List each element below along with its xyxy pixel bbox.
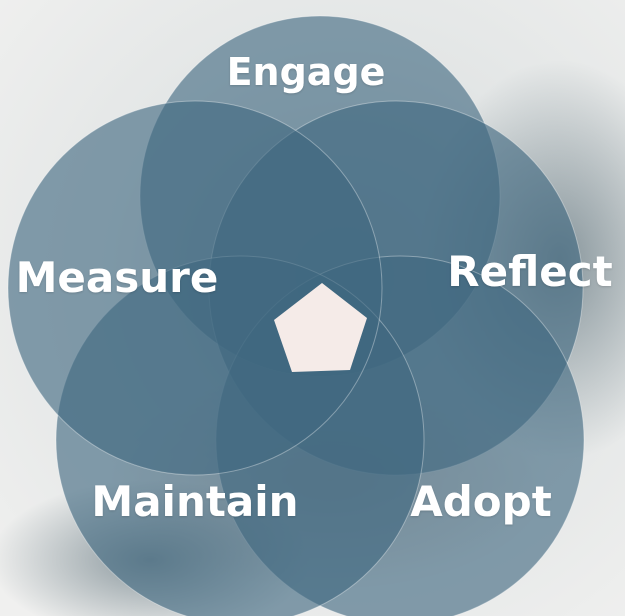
label-engage: Engage [226, 50, 386, 94]
label-reflect: Reflect [447, 247, 613, 296]
label-maintain: Maintain [91, 477, 299, 526]
label-adopt: Adopt [410, 477, 552, 526]
center-pentagon [274, 283, 367, 372]
label-measure: Measure [15, 253, 219, 302]
petal-measure [7, 100, 383, 476]
